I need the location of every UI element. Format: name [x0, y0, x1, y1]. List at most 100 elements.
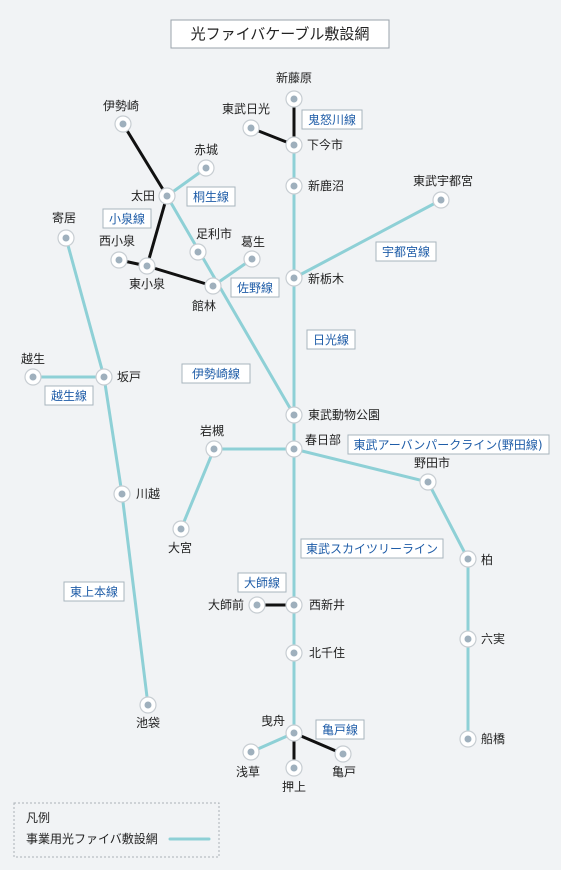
svg-text:柏: 柏	[481, 552, 493, 567]
line-koizumi-segment	[145, 194, 215, 288]
svg-text:春日部: 春日部	[305, 432, 341, 447]
page-title: 光ファイバケーブル敷設網	[191, 25, 370, 43]
stations: 新藤原 東武日光 下今市 新鹿沼 東武宇都宮 新栃木 伊勢崎 赤城 太田 足利市…	[21, 70, 505, 794]
station-asakusa: 浅草	[236, 743, 260, 779]
station-yorii: 寄居	[52, 210, 76, 247]
station-omiya: 大宮	[168, 520, 192, 555]
station-nishikoizumi: 西小泉	[99, 234, 135, 269]
svg-text:太田: 太田	[131, 188, 155, 203]
legend-heading: 凡例	[26, 811, 50, 825]
line-labels: 鬼怒川線 宇都宮線 桐生線 小泉線 佐野線 日光線 越生線 伊勢崎線 東武アーバ…	[44, 109, 550, 740]
station-funabashi: 船橋	[459, 730, 505, 748]
station-kameido: 亀戸	[332, 745, 356, 779]
station-shimoimaichi: 下今市	[285, 136, 343, 154]
station-kuzuu: 葛生	[241, 235, 265, 268]
line-label-utsunomiya: 宇都宮線	[375, 241, 437, 262]
station-nodashi: 野田市	[414, 455, 450, 491]
svg-text:六実: 六実	[481, 631, 505, 646]
fiber-urbanpark-line	[179, 447, 470, 741]
station-hikifune: 曳舟	[261, 714, 303, 742]
svg-text:伊勢崎線: 伊勢崎線	[192, 366, 240, 381]
line-label-koizumi: 小泉線	[102, 208, 152, 229]
line-label-tojo: 東上本線	[63, 581, 125, 602]
station-shinfujiwara: 新藤原	[276, 70, 312, 108]
svg-text:足利市: 足利市	[196, 226, 232, 241]
svg-text:大師前: 大師前	[208, 597, 244, 612]
svg-text:日光線: 日光線	[313, 332, 349, 347]
svg-text:赤城: 赤城	[194, 143, 218, 157]
svg-text:大宮: 大宮	[168, 540, 192, 555]
svg-text:新栃木: 新栃木	[308, 271, 344, 286]
station-nishiarai: 西新井	[285, 596, 345, 614]
station-shinkanuma: 新鹿沼	[285, 177, 344, 195]
svg-text:東上本線: 東上本線	[70, 584, 118, 599]
legend-item-label: 事業用光ファイバ敷設網	[26, 831, 158, 846]
svg-text:川越: 川越	[136, 487, 160, 501]
svg-text:東武動物公園: 東武動物公園	[308, 408, 380, 422]
station-kashiwa: 柏	[459, 550, 493, 568]
station-oshiage: 押上	[282, 759, 306, 794]
fiber-tojo-line	[64, 236, 150, 707]
svg-text:池袋: 池袋	[136, 716, 160, 730]
svg-text:東小泉: 東小泉	[129, 277, 165, 291]
station-shintochigi: 新栃木	[285, 269, 344, 287]
svg-text:葛生: 葛生	[241, 235, 265, 249]
station-daishimae: 大師前	[208, 596, 266, 614]
svg-text:曳舟: 曳舟	[261, 714, 285, 728]
line-label-isesaki: 伊勢崎線	[181, 363, 251, 384]
station-tatebayashi: 館林	[192, 277, 222, 313]
station-mutsumi: 六実	[459, 630, 505, 648]
svg-text:伊勢崎: 伊勢崎	[103, 98, 139, 113]
legend: 凡例 事業用光ファイバ敷設網	[13, 802, 220, 858]
line-label-kameido: 亀戸線	[315, 719, 365, 740]
fiber-isesaki-line	[165, 194, 296, 417]
svg-text:新藤原: 新藤原	[276, 70, 312, 85]
svg-text:下今市: 下今市	[307, 137, 343, 152]
svg-text:船橋: 船橋	[481, 732, 505, 746]
svg-text:東武スカイツリーライン: 東武スカイツリーライン	[306, 542, 438, 556]
svg-text:越生線: 越生線	[51, 388, 87, 403]
svg-text:寄居: 寄居	[52, 210, 76, 225]
station-kasukabe: 春日部	[285, 432, 341, 458]
station-ikebukuro: 池袋	[136, 696, 160, 730]
svg-text:新鹿沼: 新鹿沼	[308, 178, 344, 193]
line-label-ogose: 越生線	[44, 385, 94, 406]
svg-text:西新井: 西新井	[309, 597, 345, 612]
svg-text:大師線: 大師線	[244, 575, 280, 590]
line-label-kiryu: 桐生線	[186, 186, 236, 207]
station-akagi: 赤城	[194, 143, 218, 177]
station-iwatsuki: 岩槻	[200, 423, 224, 458]
station-sakado: 坂戸	[95, 368, 141, 386]
line-label-sano: 佐野線	[230, 277, 280, 298]
line-label-urbanpark: 東武アーバンパークライン(野田線)	[347, 434, 550, 455]
svg-text:鬼怒川線: 鬼怒川線	[308, 112, 356, 127]
station-kawagoe: 川越	[113, 485, 160, 503]
svg-text:宇都宮線: 宇都宮線	[382, 244, 430, 259]
fiber-utsunomiya-line	[292, 198, 443, 280]
line-label-skytree: 東武スカイツリーライン	[300, 538, 444, 559]
title: 光ファイバケーブル敷設網	[170, 19, 390, 49]
svg-text:東武宇都宮: 東武宇都宮	[413, 173, 473, 188]
svg-text:西小泉: 西小泉	[99, 234, 135, 248]
svg-text:東武日光: 東武日光	[222, 102, 270, 116]
svg-text:越生: 越生	[21, 352, 45, 366]
line-label-kinugawa: 鬼怒川線	[301, 109, 363, 130]
svg-text:佐野線: 佐野線	[237, 280, 273, 295]
svg-text:浅草: 浅草	[236, 765, 260, 779]
station-ashikagashi: 足利市	[189, 226, 232, 261]
svg-text:岩槻: 岩槻	[200, 423, 224, 438]
svg-text:小泉線: 小泉線	[109, 211, 145, 226]
svg-text:桐生線: 桐生線	[193, 189, 229, 204]
station-ogose: 越生	[21, 352, 45, 386]
station-higashikoizumi: 東小泉	[129, 257, 165, 291]
station-ota: 太田	[131, 187, 176, 205]
station-kitasenju: 北千住	[285, 644, 345, 662]
line-kameido	[292, 731, 345, 756]
line-label-daishi: 大師線	[237, 572, 287, 593]
station-tobuutsunomiya: 東武宇都宮	[413, 173, 473, 209]
svg-text:坂戸: 坂戸	[117, 370, 141, 384]
line-isesaki-segment	[121, 122, 169, 198]
station-tobudobutsukoen: 東武動物公園	[285, 406, 380, 424]
svg-text:亀戸: 亀戸	[332, 765, 356, 779]
